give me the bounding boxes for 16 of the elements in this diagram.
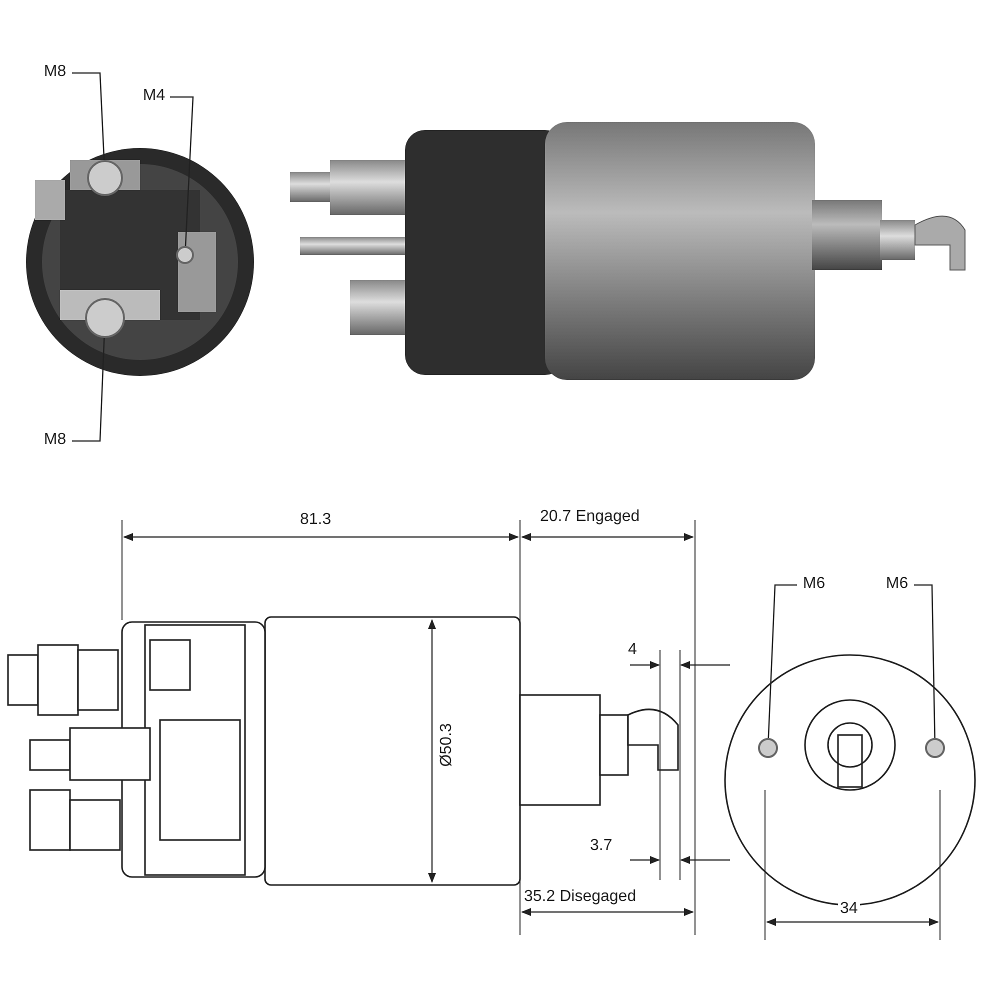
leader-line	[768, 584, 797, 738]
thread-size-label: M6	[880, 574, 914, 596]
mounting-hole	[758, 738, 778, 758]
leader-line	[72, 338, 105, 442]
dimension-label: 35.2 Disegaged	[524, 887, 636, 907]
dimension-label: 81.3	[300, 510, 332, 530]
mounting-hole	[925, 738, 945, 758]
leader-line	[72, 72, 105, 160]
thread-size-label: M8	[38, 62, 72, 84]
dimension-label: 3.7	[590, 836, 612, 856]
thread-size-label: M8	[38, 430, 72, 452]
thread-size-label: M4	[138, 86, 170, 108]
dimension-label: 20.7 Engaged	[540, 507, 640, 527]
dimension-label: 4	[628, 640, 637, 660]
leader-line	[914, 584, 936, 738]
thread-size-label: M6	[797, 574, 831, 596]
